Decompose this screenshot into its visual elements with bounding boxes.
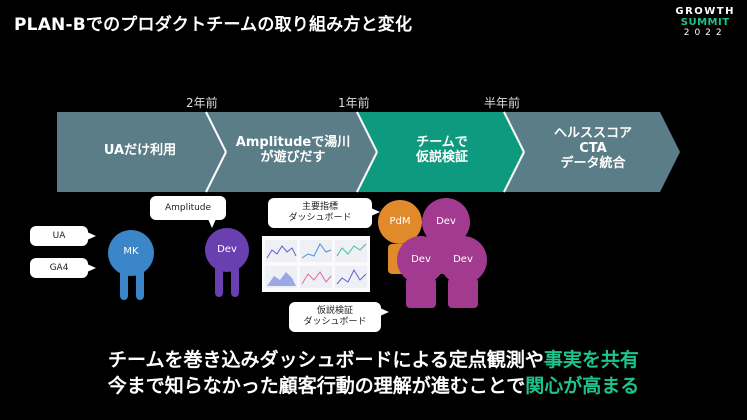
chevron-divider-3 bbox=[503, 111, 525, 153]
dash-line-1 bbox=[266, 245, 297, 259]
bottom-line-1-highlight: 事実を共有 bbox=[543, 349, 639, 371]
stage-label-1: UAだけ利用 bbox=[70, 143, 210, 158]
dash-panel-3 bbox=[335, 240, 367, 262]
bubble-ga4-text: GA4 bbox=[49, 262, 69, 273]
bubble-hypo-tail bbox=[380, 308, 389, 316]
dash-area-1 bbox=[267, 272, 296, 286]
dash-panel-1 bbox=[265, 240, 297, 262]
stage-label-2: Amplitudeで湯川 が遊びだす bbox=[228, 135, 358, 165]
dash-line-4 bbox=[301, 271, 332, 285]
dev1-label-text: Dev bbox=[436, 216, 456, 227]
bubble-amplitude-tail bbox=[208, 219, 216, 228]
dash-line-5 bbox=[336, 268, 367, 285]
bottom-line-2-highlight: 関心が高まる bbox=[525, 375, 640, 397]
stage-2-line-2: が遊びだす bbox=[260, 150, 326, 165]
stage-3-line-2: 仮説検証 bbox=[415, 150, 468, 165]
bottom-line-1-text: チームを巻き込みダッシュボードによる定点観測や bbox=[108, 349, 544, 371]
bubble-kpi-line-2: ダッシュボード bbox=[288, 213, 352, 223]
chevron-divider-1b bbox=[205, 151, 227, 193]
stage-1-line-1: UAだけ利用 bbox=[103, 143, 177, 158]
stage-2-line-1: Amplitudeで湯川 bbox=[235, 135, 351, 150]
bottom-line-1: チームを巻き込みダッシュボードによる定点観測や事実を共有 bbox=[0, 348, 747, 372]
chevron-divider-3b bbox=[503, 151, 525, 193]
stage-4-line-2: CTA bbox=[579, 141, 607, 156]
bubble-amplitude-text: Amplitude bbox=[164, 202, 212, 213]
dev2-label-text: Dev bbox=[411, 254, 431, 265]
logo-line-2: SUMMIT bbox=[680, 17, 730, 28]
bubble-kpi-tail bbox=[371, 208, 380, 216]
bottom-line-2-text: 今まで知らなかった顧客行動の理解が進むことで bbox=[107, 375, 526, 397]
chevron-divider-1 bbox=[205, 111, 227, 153]
bottom-line-2: 今まで知らなかった顧客行動の理解が進むことで関心が高まる bbox=[0, 374, 747, 398]
bubble-ua-tail bbox=[87, 232, 96, 240]
bubble-ua: UA bbox=[30, 226, 96, 246]
bubble-kpi-line-1: 主要指標 bbox=[301, 202, 338, 212]
bubble-ua-text: UA bbox=[52, 230, 66, 241]
chevron-divider-2 bbox=[356, 111, 378, 153]
stage-label-3: チームで 仮説検証 bbox=[378, 135, 506, 165]
dash-line-3 bbox=[336, 243, 367, 257]
pdm-label-text: PdM bbox=[389, 216, 411, 227]
bubble-kpi-dashboard: 主要指標 ダッシュボード bbox=[268, 198, 380, 228]
bubble-hypothesis-dashboard: 仮説検証 ダッシュボード bbox=[289, 302, 389, 332]
stage-chevron-3 bbox=[357, 112, 524, 192]
bubble-amplitude: Amplitude bbox=[150, 196, 226, 228]
dash-line-2 bbox=[301, 243, 332, 259]
stage-chevron-2 bbox=[206, 112, 377, 192]
logo-line-1: GROWTH bbox=[675, 6, 735, 17]
stage-3-line-1: チームで bbox=[416, 135, 468, 150]
mk-label-text: MK bbox=[123, 246, 139, 257]
dev3-label-text: Dev bbox=[453, 254, 473, 265]
dev-label-text: Dev bbox=[217, 244, 237, 255]
bubble-ga4: GA4 bbox=[30, 258, 96, 278]
timeline-label-2y: 2年前 bbox=[186, 96, 218, 110]
dashboard-thumbnail bbox=[262, 236, 370, 292]
slide-title: PLAN-Bでのプロダクトチームの取り組み方と変化 bbox=[14, 15, 413, 35]
stage-chevron-1 bbox=[57, 112, 226, 192]
logo-line-3: 2022 bbox=[683, 28, 727, 38]
bubble-ga4-tail bbox=[87, 264, 96, 272]
growth-summit-logo: GROWTH SUMMIT 2022 bbox=[675, 6, 735, 39]
stage-chevron-4 bbox=[504, 112, 680, 192]
stage-4-line-3: データ統合 bbox=[560, 156, 626, 171]
bubble-hypo-line-1: 仮説検証 bbox=[316, 306, 353, 316]
stage-label-4: ヘルススコア CTA データ統合 bbox=[526, 126, 660, 171]
timeline-label-half: 半年前 bbox=[484, 96, 521, 110]
stage-4-line-1: ヘルススコア bbox=[553, 126, 632, 141]
chevron-divider-2b bbox=[356, 151, 378, 193]
timeline-label-1y: 1年前 bbox=[338, 96, 370, 110]
bubble-hypo-line-2: ダッシュボード bbox=[303, 317, 367, 327]
